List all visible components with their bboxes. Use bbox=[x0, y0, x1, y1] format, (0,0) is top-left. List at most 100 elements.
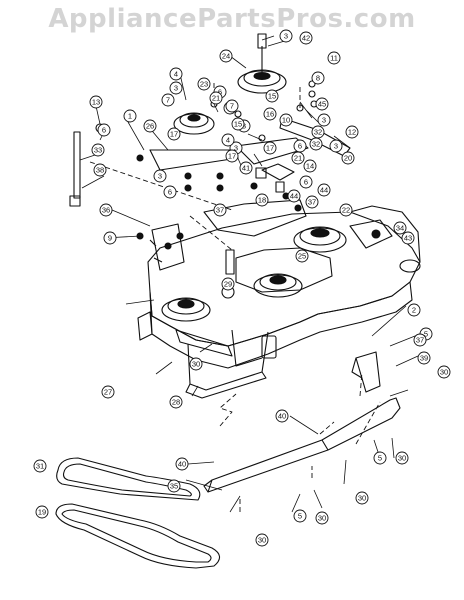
callout-30: 30 bbox=[437, 365, 451, 379]
callout-number: 6 bbox=[102, 126, 106, 135]
callout-21: 21 bbox=[291, 151, 305, 165]
idler-pulley-left bbox=[173, 112, 215, 135]
idler-arm-right bbox=[235, 137, 309, 165]
callout-number: 45 bbox=[318, 100, 326, 109]
callout-14: 14 bbox=[303, 159, 317, 173]
callout-number: 7 bbox=[230, 102, 234, 111]
callout-number: 3 bbox=[174, 84, 178, 93]
callout-3: 3 bbox=[153, 169, 167, 183]
callout-number: 22 bbox=[342, 206, 350, 215]
callout-number: 2 bbox=[412, 306, 416, 315]
bracket-plate bbox=[203, 199, 307, 237]
callout-number: 37 bbox=[216, 206, 224, 215]
callout-number: 17 bbox=[266, 144, 274, 153]
callout-30: 30 bbox=[395, 451, 409, 465]
callout-number: 5 bbox=[424, 330, 428, 339]
bumper-bracket bbox=[355, 351, 381, 393]
callout-number: 17 bbox=[170, 130, 178, 139]
callout-12: 12 bbox=[345, 125, 359, 139]
callout-9: 9 bbox=[103, 231, 117, 245]
callout-20: 20 bbox=[341, 151, 355, 165]
callout-number: 23 bbox=[200, 80, 208, 89]
callout-16: 16 bbox=[263, 107, 277, 121]
callout-labels: 1233333333445556666677891011121314151516… bbox=[33, 29, 451, 547]
callout-34: 34 bbox=[393, 221, 407, 235]
callout-number: 6 bbox=[298, 142, 302, 151]
spindle-pulley-center bbox=[253, 273, 303, 298]
callout-41: 41 bbox=[239, 161, 253, 175]
callout-number: 19 bbox=[38, 508, 46, 517]
callout-19: 19 bbox=[35, 505, 49, 519]
callout-5: 5 bbox=[373, 451, 387, 465]
callout-37: 37 bbox=[413, 333, 427, 347]
callout-15: 15 bbox=[265, 89, 279, 103]
callout-number: 8 bbox=[316, 74, 320, 83]
watermark: AppliancePartsPros.com bbox=[48, 4, 416, 34]
callout-number: 30 bbox=[318, 514, 326, 523]
callout-6: 6 bbox=[299, 175, 313, 189]
callout-6: 6 bbox=[293, 139, 307, 153]
callout-number: 30 bbox=[398, 454, 406, 463]
callout-1: 1 bbox=[123, 109, 137, 123]
callout-32: 32 bbox=[309, 137, 323, 151]
belt-31 bbox=[56, 457, 201, 501]
callout-number: 4 bbox=[226, 136, 230, 145]
callout-number: 12 bbox=[348, 128, 356, 137]
callout-30: 30 bbox=[315, 511, 329, 525]
callout-43: 43 bbox=[401, 231, 415, 245]
callout-number: 5 bbox=[298, 512, 302, 521]
callout-number: 15 bbox=[234, 120, 242, 129]
callout-number: 41 bbox=[242, 164, 250, 173]
callout-number: 15 bbox=[268, 92, 276, 101]
callout-21: 21 bbox=[209, 91, 223, 105]
callout-24: 24 bbox=[219, 49, 233, 63]
callout-37: 37 bbox=[213, 203, 227, 217]
callout-35: 35 bbox=[167, 479, 181, 493]
callout-3: 3 bbox=[317, 113, 331, 127]
callout-10: 10 bbox=[279, 113, 293, 127]
callout-number: 21 bbox=[294, 154, 302, 163]
callout-44: 44 bbox=[287, 189, 301, 203]
callout-number: 20 bbox=[344, 154, 352, 163]
callout-number: 1 bbox=[128, 112, 132, 121]
callout-number: 13 bbox=[92, 98, 100, 107]
deck-discharge bbox=[349, 205, 421, 263]
callout-7: 7 bbox=[225, 99, 239, 113]
mount-bracket-left bbox=[151, 223, 185, 271]
idler-arm-left bbox=[149, 149, 239, 171]
callout-number: 38 bbox=[96, 166, 104, 175]
callout-4: 4 bbox=[221, 133, 235, 147]
callout-44: 44 bbox=[317, 183, 331, 197]
callout-number: 10 bbox=[282, 116, 290, 125]
callout-number: 35 bbox=[170, 482, 178, 491]
callout-number: 24 bbox=[222, 52, 230, 61]
callout-number: 30 bbox=[192, 360, 200, 369]
callout-number: 5 bbox=[378, 454, 382, 463]
callout-36: 36 bbox=[99, 203, 113, 217]
callout-40: 40 bbox=[275, 409, 289, 423]
callout-5: 5 bbox=[293, 509, 307, 523]
callout-7: 7 bbox=[161, 93, 175, 107]
callout-18: 18 bbox=[255, 193, 269, 207]
callout-number: 14 bbox=[306, 162, 314, 171]
callout-number: 3 bbox=[158, 172, 162, 181]
callout-17: 17 bbox=[167, 127, 181, 141]
callout-number: 44 bbox=[320, 186, 328, 195]
callout-6: 6 bbox=[97, 123, 111, 137]
callout-number: 31 bbox=[36, 462, 44, 471]
callout-39: 39 bbox=[417, 351, 431, 365]
belt-19 bbox=[55, 503, 221, 569]
callout-17: 17 bbox=[225, 149, 239, 163]
callout-17: 17 bbox=[263, 141, 277, 155]
callout-11: 11 bbox=[327, 51, 341, 65]
callout-number: 26 bbox=[146, 122, 154, 131]
callout-number: 28 bbox=[172, 398, 180, 407]
deck-skirt bbox=[149, 281, 413, 369]
callout-42: 42 bbox=[299, 31, 313, 45]
callout-37: 37 bbox=[305, 195, 319, 209]
callout-31: 31 bbox=[33, 459, 47, 473]
callout-number: 6 bbox=[304, 178, 308, 187]
callout-6: 6 bbox=[163, 185, 177, 199]
callout-3: 3 bbox=[279, 29, 293, 43]
callout-number: 44 bbox=[290, 192, 298, 201]
